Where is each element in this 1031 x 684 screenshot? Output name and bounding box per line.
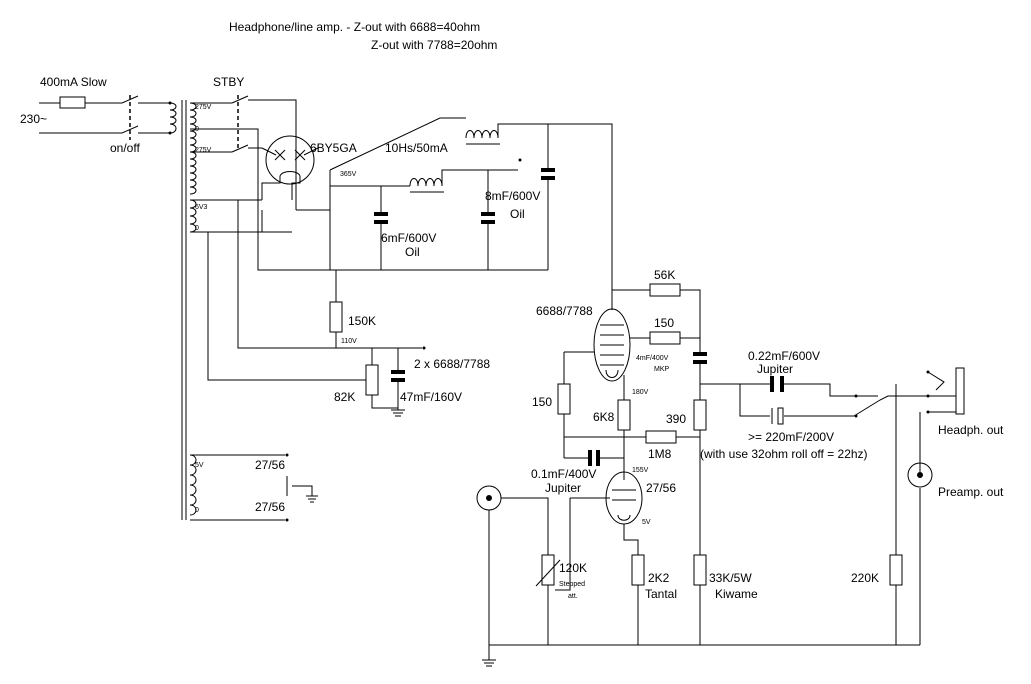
cap022-label: 0.22mF/600V [748,349,820,363]
cap-220mf [777,407,784,425]
fuse-symbol [59,96,86,109]
r33k-label: 33K/5W [709,571,752,585]
cap220-label: >= 220mF/200V [748,430,834,444]
stepped-label: Stepped [559,581,585,588]
headphone-out-label: Headph. out [938,423,1004,437]
fuse-label: 400mA Slow [40,75,107,89]
v365-label: 365V [340,171,357,178]
r220k-label: 220K [851,571,879,585]
input-stage [476,471,920,667]
cap022-brand: Jupiter [757,362,793,376]
resistor-33k [693,554,707,586]
r150a-label: 150 [654,316,674,330]
tap-6v3: 6V3 [195,204,208,211]
v155-label: 155V [632,467,649,474]
r1m8-label: 1M8 [648,447,672,461]
v180-label: 180V [632,389,649,396]
v110-label: 110V [341,338,357,345]
preamp-out-label: Preamp. out [938,485,1004,499]
resistor-2k2 [631,554,645,586]
r56k-label: 56K [654,268,675,282]
r150k-label: 150K [348,314,376,328]
rectifier-label: 6BY5GA [310,141,357,155]
title-line-1: Headphone/line amp. - Z-out with 6688=40… [229,20,480,34]
heater2-label: 27/56 [255,500,285,514]
v5-label: 5V [642,519,651,526]
stby-label: STBY [213,75,244,89]
att-label: att. [568,593,578,600]
filament-5v [285,453,318,522]
cap01-brand: Jupiter [545,481,581,495]
title-line-2: Z-out with 7788=20ohm [371,38,497,52]
tap-0c: 0 [195,507,199,514]
rectifier-tube [261,135,330,233]
labels: Headphone/line amp. - Z-out with 6688=40… [20,20,1004,601]
tube1-label: 6688/7788 [536,304,593,318]
cap1-type: Oil [405,245,420,259]
resistor-6k8 [617,399,631,431]
cap2-type: Oil [510,207,525,221]
resistor-150k [329,301,343,333]
preamp-out-jack[interactable] [907,462,933,488]
output-tube [557,283,707,555]
r6k8-label: 6K8 [593,410,615,424]
mains-input [39,95,172,140]
resistor-390 [693,399,707,431]
choke-label: 10Hs/50mA [385,141,448,155]
r390-label: 390 [666,412,686,426]
heater-supply [207,200,426,417]
cap47-label: 47mF/160V [400,390,462,404]
heater1-label: 27/56 [255,458,285,472]
resistor-56k [649,283,681,297]
tap-275b: 275V [195,147,212,154]
power-transformer [169,100,292,521]
pot-82k [365,364,379,396]
mains-label: 230~ [20,112,47,126]
cap4mf-label: 4mF/400V [636,355,669,362]
cap2-value: 8mF/600V [485,189,540,203]
onoff-label: on/off [110,141,140,155]
cap1-value: 6mF/600V [381,231,436,245]
r150b-label: 150 [532,395,552,409]
tap-5v: 5V [195,462,204,469]
power-filter [329,117,613,310]
cap01-label: 0.1mF/400V [531,467,596,481]
tantal-label: Tantal [645,587,677,601]
tap-0b: 0 [195,225,199,232]
cap220-note: (with use 32ohm roll off = 22hz) [700,447,868,461]
resistor-220k [889,554,903,586]
resistor-150b [557,383,571,415]
pot82k-label: 82K [334,390,355,404]
output-stage [700,367,965,645]
pot120k-label: 120K [559,561,587,575]
heater-note: 2 x 6688/7788 [414,357,490,371]
kiwame-label: Kiwame [715,587,758,601]
mkp-label: MKP [654,366,670,373]
pot-120k [541,554,555,586]
headphone-jack[interactable] [955,367,965,415]
resistor-1m8 [645,430,677,444]
tap-275a: 275V [195,104,212,111]
r2k2-label: 2K2 [648,571,670,585]
tube2-label: 27/56 [646,481,676,495]
resistor-150a [649,331,681,345]
stby-switch [231,95,330,271]
